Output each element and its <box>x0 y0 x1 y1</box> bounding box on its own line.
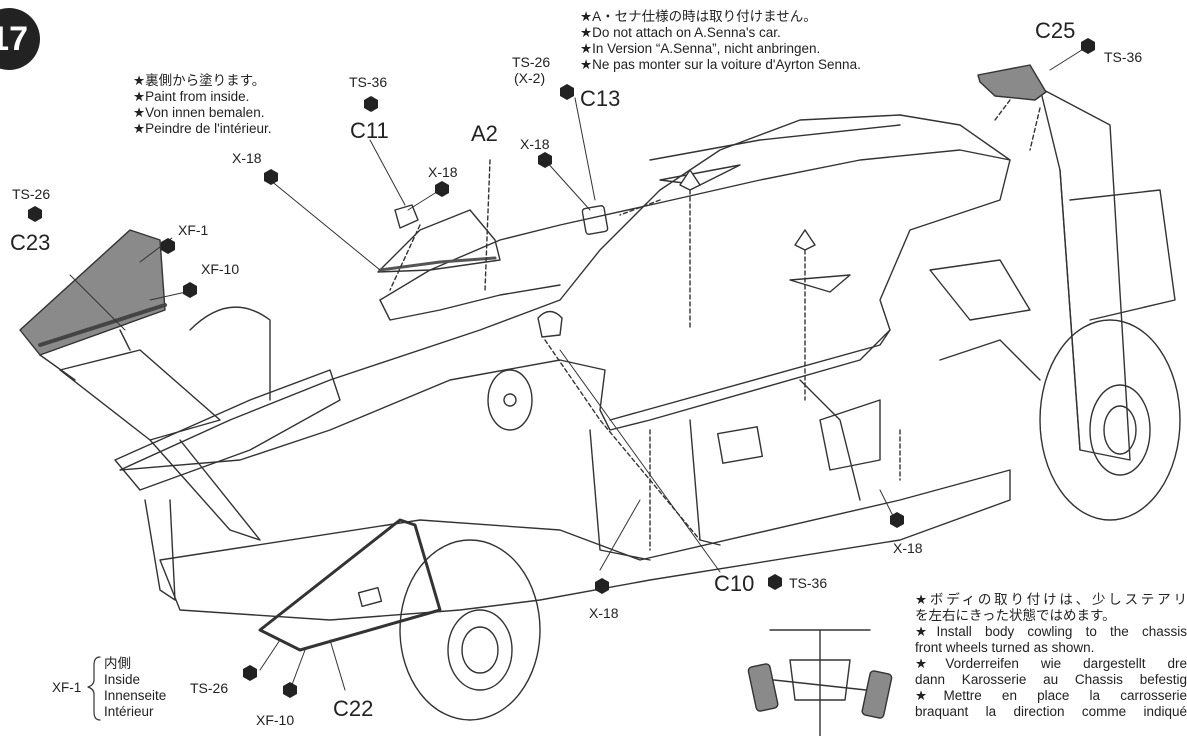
note-install-line: dann Karosserie au Chassis befestig <box>915 672 1187 687</box>
legend-item: Inside <box>104 672 141 687</box>
part-label-c10: C10 <box>714 571 755 596</box>
paint-marker-x18-right <box>890 512 904 528</box>
paint-marker-xf10-bottom <box>283 682 297 698</box>
up-arrow-a <box>679 169 701 191</box>
paint-marker-ts36-c10 <box>768 574 782 590</box>
note-install-line: ★ボディの取り付けは、少しステアリ <box>915 592 1187 607</box>
note-senna: ★A・セナ仕様の時は取り付けません。 ★Do not attach on A.S… <box>580 9 861 73</box>
steering-inset <box>747 629 893 736</box>
note-install-line: ★Vorderreifen wie dargestellt dre <box>915 656 1187 671</box>
note-paint-line: ★Von innen bemalen. <box>133 105 265 120</box>
note-senna-line: ★Ne pas monter sur la voiture d'Ayrton S… <box>580 57 861 72</box>
note-paint-line: ★裏側から塗ります。 <box>133 73 266 88</box>
mounting-arrows <box>389 99 1041 551</box>
paint-code-ts36-top: TS-36 <box>1104 49 1143 65</box>
wheels <box>189 306 1181 721</box>
note-senna-line: ★Do not attach on A.Senna's car. <box>580 25 781 40</box>
paint-code-x18-bottom: X-18 <box>589 605 619 621</box>
part-label-c25: C25 <box>1035 18 1076 43</box>
paint-code-xf10-bottom: XF-10 <box>256 712 295 728</box>
paint-code-ts36-c10: TS-36 <box>789 575 828 591</box>
paint-marker-ts26-c13 <box>560 84 574 100</box>
part-label-c13: C13 <box>580 86 621 111</box>
paint-code-x18-a: X-18 <box>232 150 262 166</box>
legend-bracket <box>87 656 101 721</box>
chassis-floor <box>159 379 1011 621</box>
note-senna-line: ★In Version “A.Senna”, nicht anbringen. <box>580 41 821 56</box>
part-label-c23: C23 <box>10 230 51 255</box>
paint-marker-ts26-c23 <box>28 206 42 222</box>
front-nose <box>59 349 341 601</box>
paint-code-x2: (X-2) <box>514 70 546 86</box>
legend-code: XF-1 <box>52 680 82 695</box>
note-paint-line: ★Paint from inside. <box>133 89 250 104</box>
note-install-line: front wheels turned as shown. <box>915 640 1095 655</box>
paint-marker-x18-a <box>264 169 278 185</box>
note-senna-line: ★A・セナ仕様の時は取り付けません。 <box>580 9 817 24</box>
legend-item: Innenseite <box>104 688 167 703</box>
engine-detail <box>819 259 1041 471</box>
steering-wheel <box>487 369 533 431</box>
part-label-c11: C11 <box>350 118 389 143</box>
sidepod-panel-c22 <box>258 518 442 652</box>
paint-marker-x18-b <box>435 181 449 197</box>
paint-marker-xf10 <box>183 282 197 298</box>
paint-code-ts36-c11: TS-36 <box>349 74 388 90</box>
rear-wing <box>1039 87 1176 461</box>
note-paint-line: ★Peindre de l'intérieur. <box>133 121 272 136</box>
paint-marker-ts36-top <box>1081 38 1095 54</box>
paint-code-x18-c: X-18 <box>520 136 550 152</box>
note-install-line: braquant la direction comme indiqué <box>915 704 1187 719</box>
small-parts <box>394 64 1047 338</box>
up-arrow-b <box>794 229 816 251</box>
paint-code-ts26-bottom: TS-26 <box>190 680 229 696</box>
paint-code-x18-right: X-18 <box>893 540 923 556</box>
windscreen <box>377 209 501 273</box>
paint-code-ts26-c13: TS-26 <box>512 54 551 70</box>
paint-code-x18-b: X-18 <box>428 164 458 180</box>
paint-marker-ts36-c11 <box>364 96 378 112</box>
paint-code-xf1: XF-1 <box>178 222 209 238</box>
paint-code-ts26-c23: TS-26 <box>12 186 51 202</box>
legend-item: Intérieur <box>104 704 154 719</box>
paint-marker-x18-bottom <box>595 578 609 594</box>
note-paint-inside: ★裏側から塗ります。 ★Paint from inside. ★Von inne… <box>133 73 272 137</box>
part-label-a2: A2 <box>471 121 498 146</box>
legend-items: 内側 Inside Innenseite Intérieur <box>104 656 166 720</box>
leader-lines <box>69 47 1086 691</box>
legend-item: 内側 <box>104 656 131 671</box>
note-install-line: ★Mettre en place la carrosserie <box>915 688 1187 703</box>
paint-marker-x18-c <box>538 152 552 168</box>
paint-code-xf10: XF-10 <box>201 261 240 277</box>
front-wing-endplate-c23 <box>19 229 167 381</box>
note-install-line: ★Install body cowling to the chassis <box>915 624 1187 639</box>
note-install-cowling: ★ボディの取り付けは、少しステアリ を左右にきった状態ではめます。 ★Insta… <box>915 592 1187 720</box>
paint-marker-xf1 <box>161 238 175 254</box>
part-label-c22: C22 <box>333 696 374 721</box>
paint-marker-ts26-bottom <box>243 665 257 681</box>
note-install-line: を左右にきった状態ではめます。 <box>915 608 1116 623</box>
